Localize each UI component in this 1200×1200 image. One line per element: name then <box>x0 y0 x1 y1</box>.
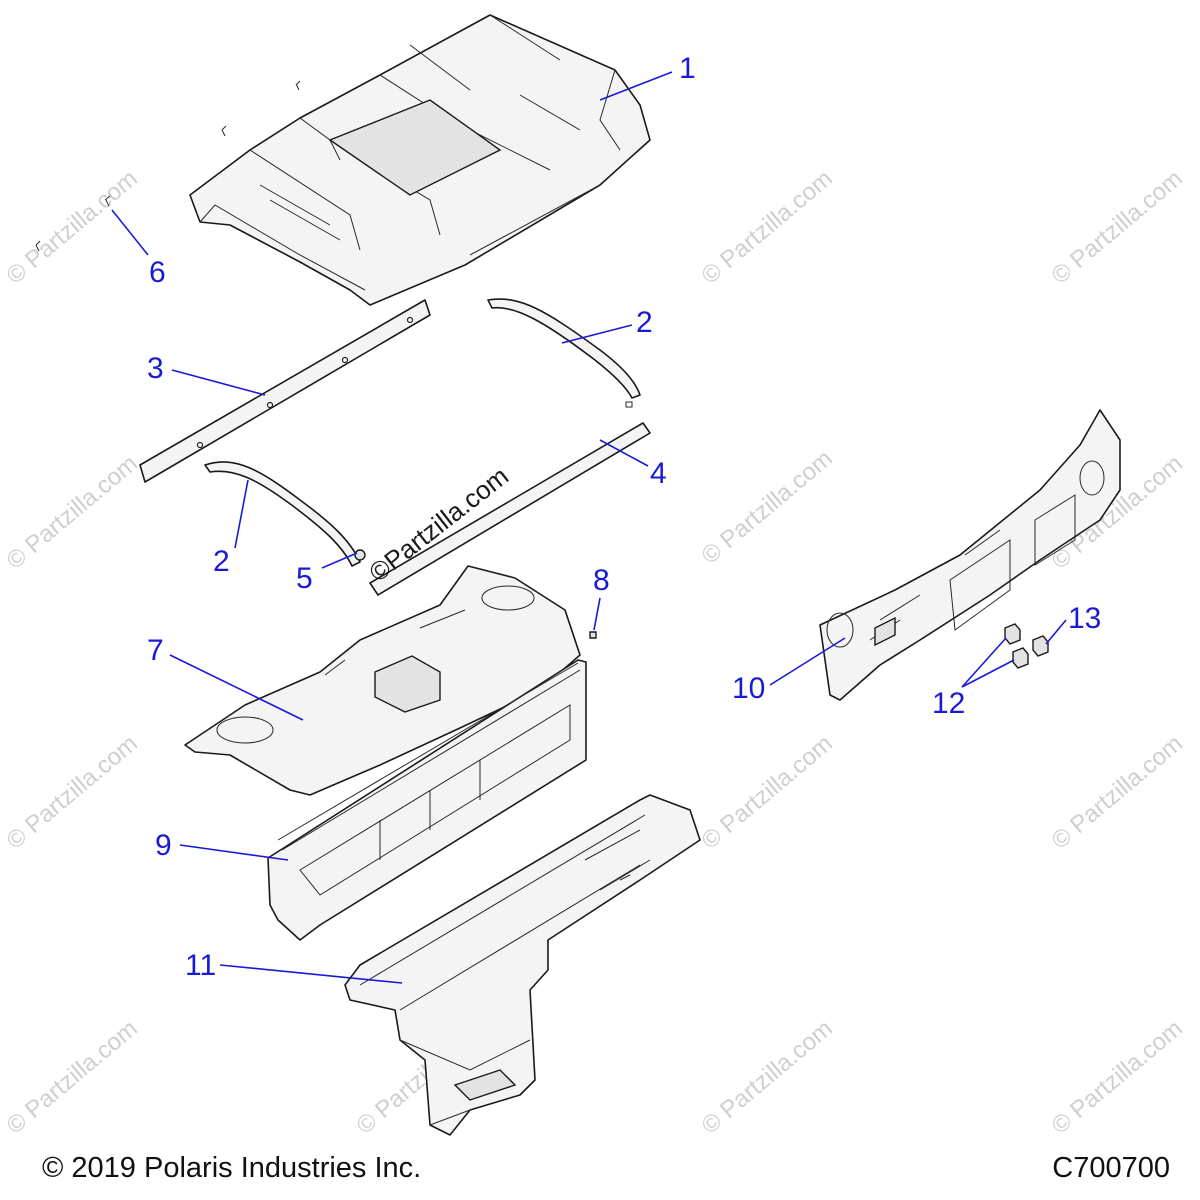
watermark: © Partzilla.com <box>2 165 143 290</box>
leader-lines <box>111 71 1067 984</box>
diagram-code: C700700 <box>1052 1152 1170 1184</box>
watermark: © Partzilla.com <box>697 165 838 290</box>
callout-13: 13 <box>1068 602 1101 635</box>
callout-11: 11 <box>185 949 216 982</box>
callout-5: 5 <box>296 562 313 595</box>
watermark: © Partzilla.com <box>697 730 838 855</box>
callout-3: 3 <box>147 352 164 385</box>
part-roof <box>189 14 651 306</box>
callout-4: 4 <box>650 457 667 490</box>
watermark: © Partzilla.com <box>697 1015 838 1140</box>
copyright-notice: © 2019 Polaris Industries Inc. <box>42 1152 422 1184</box>
part-headliner <box>184 565 581 796</box>
part-switches <box>1004 623 1049 669</box>
part-dash-frame <box>819 409 1121 701</box>
part-clip <box>354 401 633 561</box>
callout-8: 8 <box>593 564 610 597</box>
watermark: © Partzilla.com <box>1047 1015 1188 1140</box>
part-fastener <box>589 631 597 639</box>
part-screws <box>35 80 301 252</box>
callout-labels: 1 2 3 2 4 5 6 7 8 9 10 11 12 13 <box>147 52 1101 982</box>
callout-2-lower: 2 <box>213 545 230 578</box>
watermark-layer: © Partzilla.com © Partzilla.com © Partzi… <box>2 165 1188 1140</box>
part-trim-upper <box>487 298 641 399</box>
watermark: © Partzilla.com <box>2 450 143 575</box>
watermark: © Partzilla.com <box>697 445 838 570</box>
part-rear-panel <box>267 659 587 941</box>
part-floor-tunnel <box>344 794 701 1136</box>
watermark: © Partzilla.com <box>1047 165 1188 290</box>
callout-6: 6 <box>149 256 166 289</box>
callout-2-upper: 2 <box>636 306 653 339</box>
part-rail-left <box>139 299 431 483</box>
callout-12: 12 <box>932 687 965 720</box>
part-trim-lower <box>204 461 361 567</box>
part-strip <box>369 422 651 596</box>
watermark: © Partzilla.com <box>2 1015 143 1140</box>
callout-9: 9 <box>155 829 172 862</box>
watermark: © Partzilla.com <box>1047 730 1188 855</box>
callout-1: 1 <box>679 52 696 85</box>
callout-7: 7 <box>147 634 164 667</box>
callout-10: 10 <box>732 672 765 705</box>
watermark: © Partzilla.com <box>2 730 143 855</box>
